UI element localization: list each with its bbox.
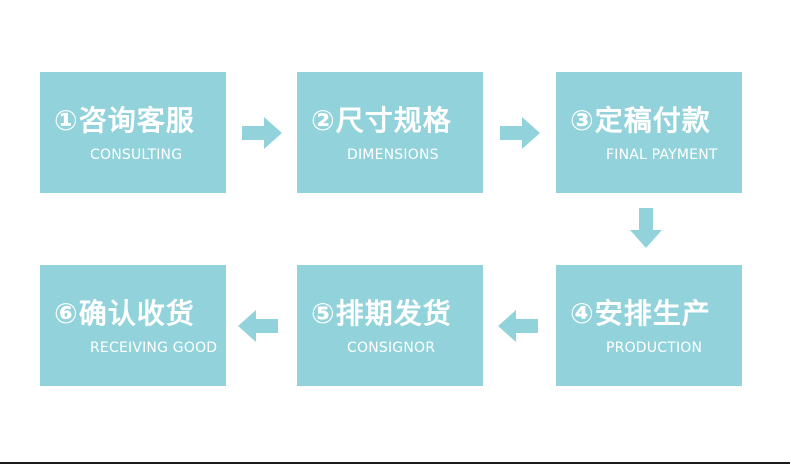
step-box-final-payment: ③定稿付款 FINAL PAYMENT <box>556 72 742 193</box>
step-subtitle: PRODUCTION <box>606 340 703 356</box>
step-title: ④安排生产 <box>570 297 711 330</box>
step-subtitle: CONSULTING <box>90 147 183 163</box>
step-box-receiving-good: ⑥确认收货 RECEIVING GOOD <box>40 265 226 386</box>
arrow-left-icon <box>236 304 280 348</box>
step-title: ③定稿付款 <box>570 104 711 137</box>
arrow-right-icon <box>240 111 284 155</box>
step-box-consulting: ①咨询客服 CONSULTING <box>40 72 226 193</box>
step-subtitle: RECEIVING GOOD <box>90 340 218 356</box>
step-box-consignor: ⑤排期发货 CONSIGNOR <box>297 265 483 386</box>
step-subtitle: FINAL PAYMENT <box>606 147 718 163</box>
step-title: ⑤排期发货 <box>311 297 452 330</box>
step-title: ①咨询客服 <box>54 104 195 137</box>
arrow-down-icon <box>624 206 668 250</box>
step-subtitle: CONSIGNOR <box>347 340 436 356</box>
arrow-left-icon <box>496 304 540 348</box>
step-subtitle: DIMENSIONS <box>347 147 439 163</box>
step-box-production: ④安排生产 PRODUCTION <box>556 265 742 386</box>
step-title: ⑥确认收货 <box>54 297 195 330</box>
step-title: ②尺寸规格 <box>311 104 452 137</box>
step-box-dimensions: ②尺寸规格 DIMENSIONS <box>297 72 483 193</box>
arrow-right-icon <box>498 111 542 155</box>
bottom-divider <box>0 462 790 464</box>
